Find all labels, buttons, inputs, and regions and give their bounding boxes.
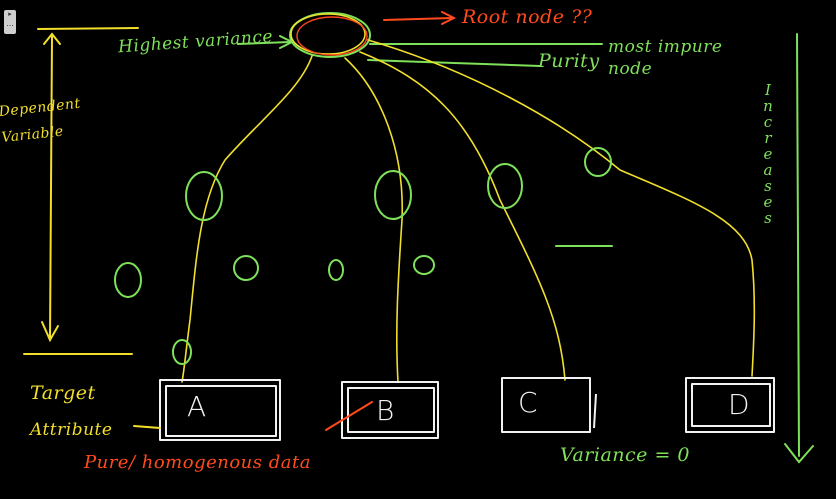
- pure-homogeneous-label: Pure/ homogenous data: [84, 452, 311, 473]
- panel-toggle-label: ...: [6, 19, 14, 28]
- increases-letter: e: [763, 145, 773, 163]
- panel-toggle-tab[interactable]: ▸ ...: [4, 10, 16, 34]
- target-underline: [133, 425, 161, 429]
- chevron-right-icon: ▸: [8, 10, 12, 18]
- intermediate-nodes: [114, 147, 613, 365]
- purity-label: Purity: [538, 50, 600, 72]
- increases-letter: c: [763, 113, 773, 131]
- dependent-variable-label: Dependent Variable: [0, 95, 82, 147]
- tree-branches: [181, 39, 756, 383]
- increases-letter: I: [765, 81, 771, 99]
- leaf-label-b: B: [376, 394, 395, 427]
- purity-arrow: [367, 43, 603, 67]
- target-label: Target: [30, 382, 96, 404]
- leaf-boxes: [159, 377, 775, 441]
- variance-arrow: [237, 35, 295, 49]
- root-arrow: [383, 11, 457, 25]
- increases-letter: r: [764, 129, 772, 147]
- strike-b: [325, 401, 373, 431]
- variance-label: Variance = 0: [560, 444, 691, 466]
- increases-letter: s: [764, 177, 772, 195]
- root-node-label: Root node ??: [462, 6, 593, 28]
- leaf-label-d: D: [728, 388, 750, 421]
- leaf-label-c: C: [518, 386, 538, 419]
- increases-letter: e: [763, 193, 773, 211]
- increases-letter: a: [763, 161, 773, 179]
- attribute-label: Attribute: [30, 420, 113, 440]
- increases-label: I n c r e a s e s: [756, 82, 780, 226]
- increases-letter: s: [764, 209, 772, 227]
- leaf-label-a: A: [187, 390, 207, 423]
- root-node: [289, 12, 371, 58]
- increase-arrow: [784, 33, 814, 464]
- dependent-axis: [23, 27, 139, 355]
- most-impure-node-label: most impure node: [608, 37, 723, 79]
- increases-letter: n: [763, 97, 773, 115]
